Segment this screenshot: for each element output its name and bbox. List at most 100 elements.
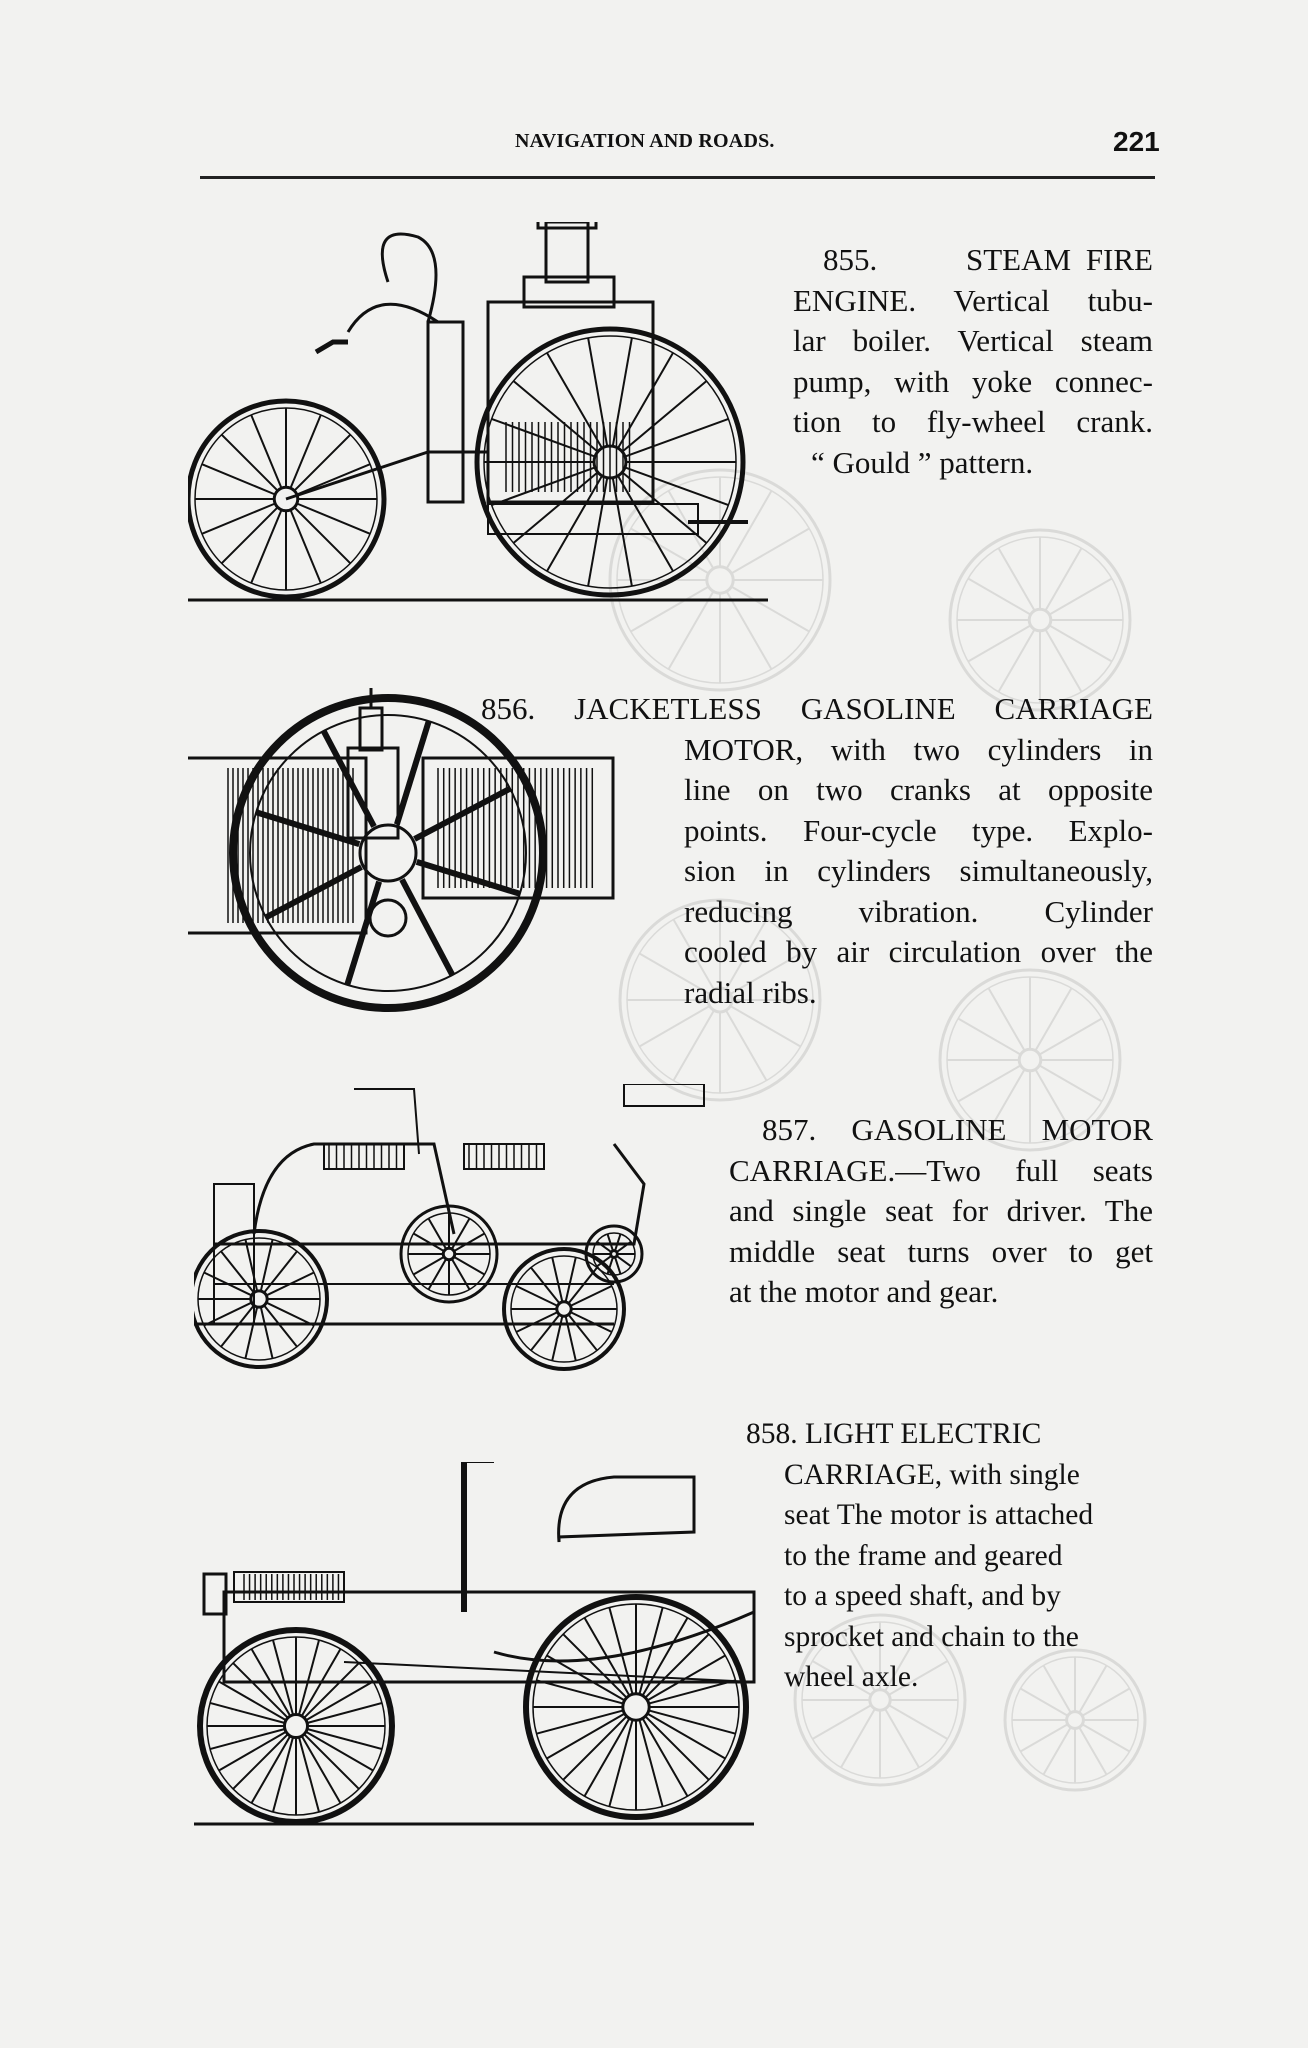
wheel-spoke [546, 352, 603, 449]
wheel-spoke [725, 590, 773, 670]
steering-tiller [461, 1462, 494, 1612]
wheel-spoke [303, 1662, 360, 1719]
boiler-top [522, 275, 616, 309]
wheel-spoke [811, 1660, 872, 1696]
seat-rail [346, 302, 439, 333]
wheel-spoke [244, 1306, 259, 1359]
caption-line: seat The motor is attached [784, 1499, 1094, 1531]
wheel-spoke [997, 547, 1036, 612]
caption-line: and single seat for driver. The [729, 1193, 1153, 1228]
rear-seat [323, 1143, 405, 1170]
caption-line: “ Gould ” pattern. [811, 444, 1034, 480]
wheel-spoke [1081, 1687, 1131, 1717]
caption-line: middle seat turns over to get [729, 1233, 1153, 1269]
wheel-spoke [884, 1631, 920, 1692]
wheel-rim-inner [1011, 1656, 1139, 1784]
battery-box [233, 1571, 345, 1603]
wheel-spoke [638, 1005, 711, 1048]
wheel-spoke [729, 952, 802, 995]
wheel-spoke [725, 918, 768, 991]
caption-line: tion to fly-wheel crank. [793, 404, 1153, 439]
wheel-rim [474, 326, 746, 598]
frame-base [487, 503, 699, 535]
wheel-spoke [412, 1232, 445, 1252]
wheel-spoke [641, 1717, 689, 1797]
wheel-rim [584, 1224, 644, 1284]
wheel-spoke [648, 1679, 736, 1705]
caption-line: 856. JACKETLESS GASOLINE CARRIAGE [481, 691, 1153, 726]
wheel-rim-inner [626, 906, 814, 1094]
seat [557, 1475, 696, 1543]
wheel-spoke [638, 952, 711, 995]
wheel-spoke [201, 502, 276, 535]
running-header: NAVIGATION AND ROADS. [515, 130, 775, 152]
wheel-spoke [306, 1701, 383, 1724]
wheel-spoke [621, 380, 708, 453]
wheel-spoke [303, 1733, 360, 1790]
caption-line: MOTOR, with two cylinders in [684, 731, 1153, 767]
wheel-spoke [546, 1712, 626, 1760]
wheel-spoke [596, 1255, 612, 1268]
wheel-spoke [530, 1314, 561, 1352]
caption-line: reducing vibration. Cylinder [684, 893, 1153, 929]
wheel-rim [618, 898, 822, 1102]
wheel-spoke [570, 1311, 613, 1333]
flywheel-spoke [399, 878, 456, 977]
wheel-rim [608, 468, 832, 692]
wheel-spoke [306, 1728, 383, 1751]
wheel-spoke [562, 1633, 628, 1699]
wheel-spoke [630, 585, 710, 633]
caption-line: sion in cylinders simultaneously, [684, 853, 1153, 888]
wheel-spoke [218, 1680, 287, 1722]
wheel-spoke [644, 1715, 710, 1781]
air-chamber [380, 232, 438, 323]
wheel-spoke [672, 1009, 715, 1082]
caption-line: radial ribs. [684, 974, 817, 1010]
wheel-spoke [201, 463, 276, 496]
caption-line: ENGINE. Vertical tubu- [793, 282, 1153, 318]
wheel-spoke [271, 1639, 294, 1716]
chain [493, 1610, 755, 1663]
caption-line: lar boiler. Vertical steam [793, 323, 1153, 358]
wheel-spoke [987, 987, 1026, 1052]
caption-line: cooled by air circulation over the [684, 934, 1153, 969]
caption-line: CARRIAGE.—Two full seats [729, 1152, 1153, 1188]
wheel-rim-inner [956, 536, 1124, 704]
wheel-spoke [957, 1017, 1022, 1056]
wheel-spoke [987, 1068, 1026, 1133]
wheel-spoke [1038, 1017, 1103, 1056]
wheel-spoke [296, 502, 371, 535]
wheel-hub [1017, 1047, 1043, 1073]
right-cylinder [421, 756, 615, 900]
wheel-spoke [551, 1315, 564, 1361]
wheel-spoke [730, 585, 810, 633]
wheel-spoke [265, 1301, 315, 1327]
wheel-spoke [614, 1256, 622, 1275]
wheel-spoke [546, 475, 603, 572]
wheel-spoke [293, 433, 352, 492]
wheel-spoke [840, 1631, 876, 1692]
wheel-spoke [259, 1306, 274, 1359]
wheel-spoke [536, 1679, 624, 1705]
wheel-spoke [263, 1304, 298, 1348]
wheel-spoke [1034, 987, 1073, 1052]
wheel-rim-inner [801, 1621, 959, 1779]
steam-pump [426, 320, 465, 504]
wheel-spoke [1048, 624, 1113, 663]
caption-line: to the frame and geared [784, 1539, 1063, 1572]
wheel-spoke [203, 1301, 253, 1327]
wheel-spoke [298, 1639, 321, 1716]
wheel-spoke [259, 1239, 274, 1292]
smokestack [544, 222, 590, 284]
body-panel [252, 1142, 456, 1235]
wheel-spoke [606, 1233, 614, 1252]
left-cylinder [188, 756, 368, 935]
wheel-hub [282, 1712, 310, 1740]
caption-856: 856. JACKETLESS GASOLINE CARRIAGE MOTOR,… [481, 689, 1153, 1013]
flywheel-inner [249, 714, 527, 992]
stack-cap [536, 222, 598, 230]
wheel-spoke [453, 1232, 486, 1252]
wheel-spoke [646, 1712, 726, 1760]
wheel-spoke [1044, 547, 1083, 612]
wheel-spoke [293, 506, 352, 565]
